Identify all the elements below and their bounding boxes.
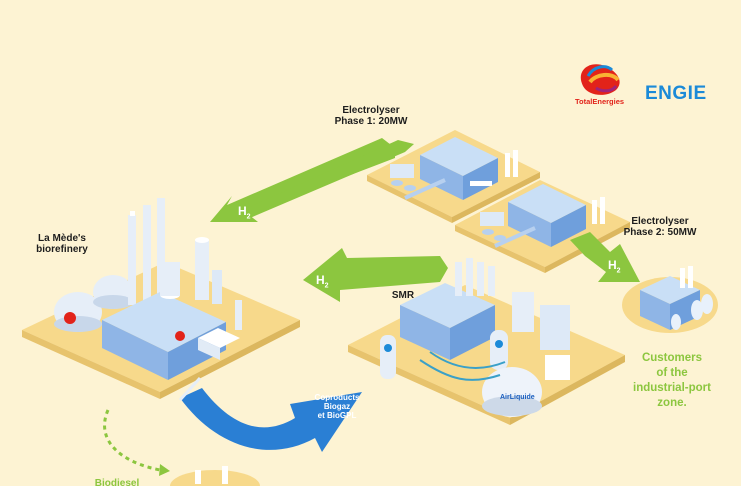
- h2-arrow-phase1-to-refinery: [210, 138, 395, 222]
- electrolyser-phase1-building: [390, 137, 518, 200]
- h2-label-phase2: H2: [608, 258, 621, 275]
- coproducts-arrow: [180, 388, 362, 452]
- totalenergies-logo: [580, 64, 620, 95]
- engie-logo: ENGIE: [645, 83, 707, 104]
- h2-label-smr: H2: [316, 273, 329, 290]
- h2-label-phase1: H2: [238, 204, 251, 221]
- electrolyser-phase1-label: Electrolyser Phase 1: 20MW: [334, 105, 408, 127]
- coproducts-label: Coproducts Biogaz et BioGPL: [314, 393, 360, 420]
- customers-building: [640, 266, 713, 330]
- biodiesel-platform: [170, 470, 260, 486]
- totalenergies-wordmark: TotalEnergies: [575, 97, 625, 106]
- biodiesel-dotted-path: [103, 409, 161, 472]
- customers-label: Customers of the industrial-port zone.: [633, 352, 711, 409]
- smr-label: SMR: [391, 290, 415, 301]
- h2-arrow-smr-to-refinery: [303, 248, 448, 302]
- biodiesel-label: Biodiesel: [94, 478, 140, 486]
- electrolyser-phase2-building: [480, 184, 605, 248]
- h2-arrow-phase2-to-customers: [570, 232, 640, 282]
- biorefinery-plant: [54, 198, 242, 402]
- electrolyser-phase2-label: Electrolyser Phase 2: 50MW: [623, 216, 697, 238]
- biorefinery-label: La Mède's biorefinery: [36, 233, 88, 255]
- airliquide-tank-label: AirLiquide: [500, 394, 535, 401]
- smr-plant: [380, 258, 570, 417]
